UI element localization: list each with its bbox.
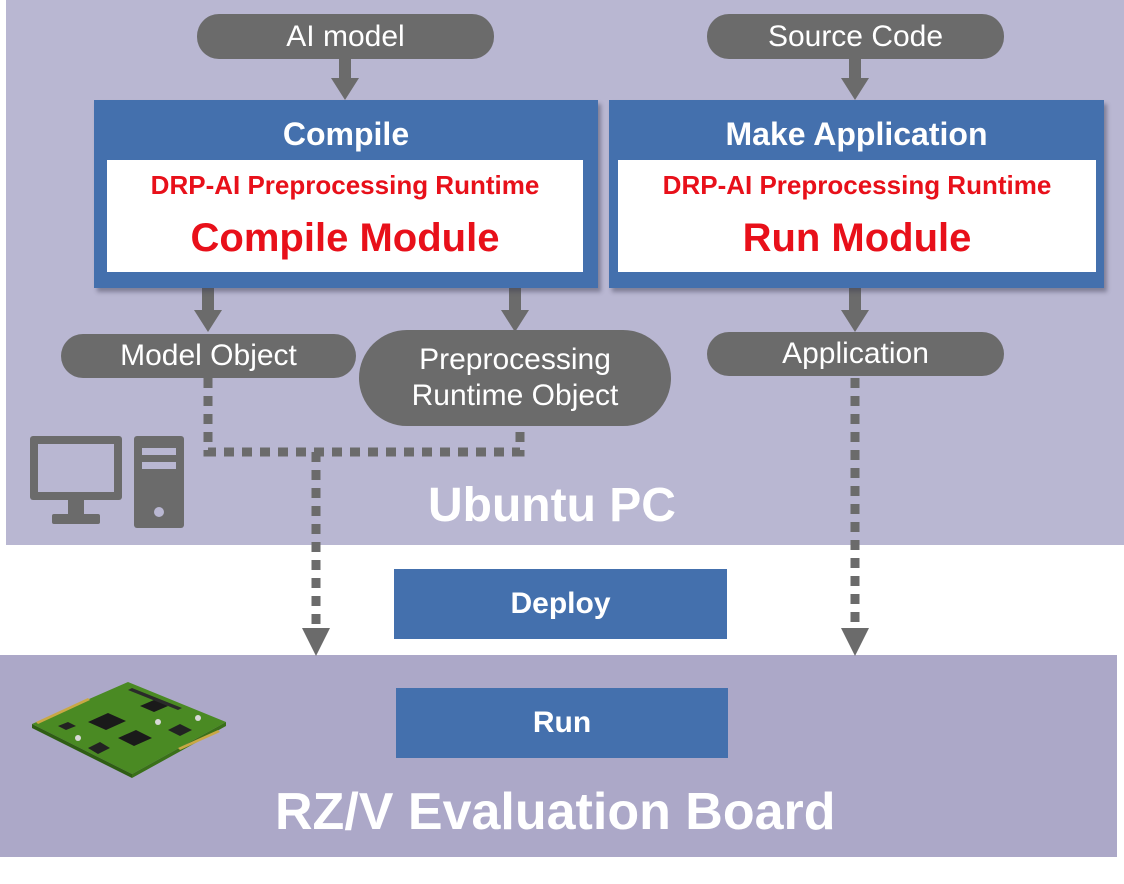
arrow-compile-to-preprocessing-object bbox=[501, 288, 529, 332]
compile-runtime-label: DRP-AI Preprocessing Runtime bbox=[150, 170, 540, 200]
deploy-stage: Deploy bbox=[394, 569, 727, 639]
ubuntu-pc-label: Ubuntu PC bbox=[428, 479, 676, 532]
source-code-pill: Source Code bbox=[707, 14, 1004, 59]
preprocessing-line-2: Runtime Object bbox=[411, 379, 619, 412]
arrowhead-board-right bbox=[841, 628, 869, 656]
make-application-inner-panel: DRP-AI Preprocessing Runtime Run Module bbox=[618, 160, 1096, 272]
preprocessing-runtime-object-pill: Preprocessing Runtime Object bbox=[359, 330, 671, 426]
arrow-compile-to-model-object bbox=[194, 288, 222, 332]
evaluation-board-label: RZ/V Evaluation Board bbox=[275, 783, 836, 841]
dotted-deploy-path-left bbox=[203, 378, 525, 630]
make-application-runtime-label: DRP-AI Preprocessing Runtime bbox=[662, 170, 1052, 200]
desktop-computer-icon bbox=[30, 436, 184, 528]
ai-model-pill: AI model bbox=[197, 14, 494, 59]
make-application-title: Make Application bbox=[725, 116, 988, 152]
compile-inner-panel: DRP-AI Preprocessing Runtime Compile Mod… bbox=[107, 160, 583, 272]
run-module-label: Run Module bbox=[742, 216, 972, 260]
arrow-source-to-make-app bbox=[841, 58, 869, 100]
compile-module-label: Compile Module bbox=[190, 216, 500, 260]
arrow-make-app-to-application bbox=[841, 288, 869, 332]
compile-title: Compile bbox=[282, 116, 410, 152]
make-application-box: Make Application DRP-AI Preprocessing Ru… bbox=[609, 100, 1104, 288]
preprocessing-line-1: Preprocessing bbox=[419, 343, 611, 376]
application-pill: Application bbox=[707, 332, 1004, 376]
model-object-pill: Model Object bbox=[61, 334, 356, 378]
arrow-ai-model-to-compile bbox=[331, 58, 359, 100]
circuit-board-icon bbox=[32, 682, 226, 778]
arrowhead-board-left bbox=[302, 628, 330, 656]
compile-box: Compile DRP-AI Preprocessing Runtime Com… bbox=[94, 100, 598, 288]
run-stage: Run bbox=[396, 688, 728, 758]
